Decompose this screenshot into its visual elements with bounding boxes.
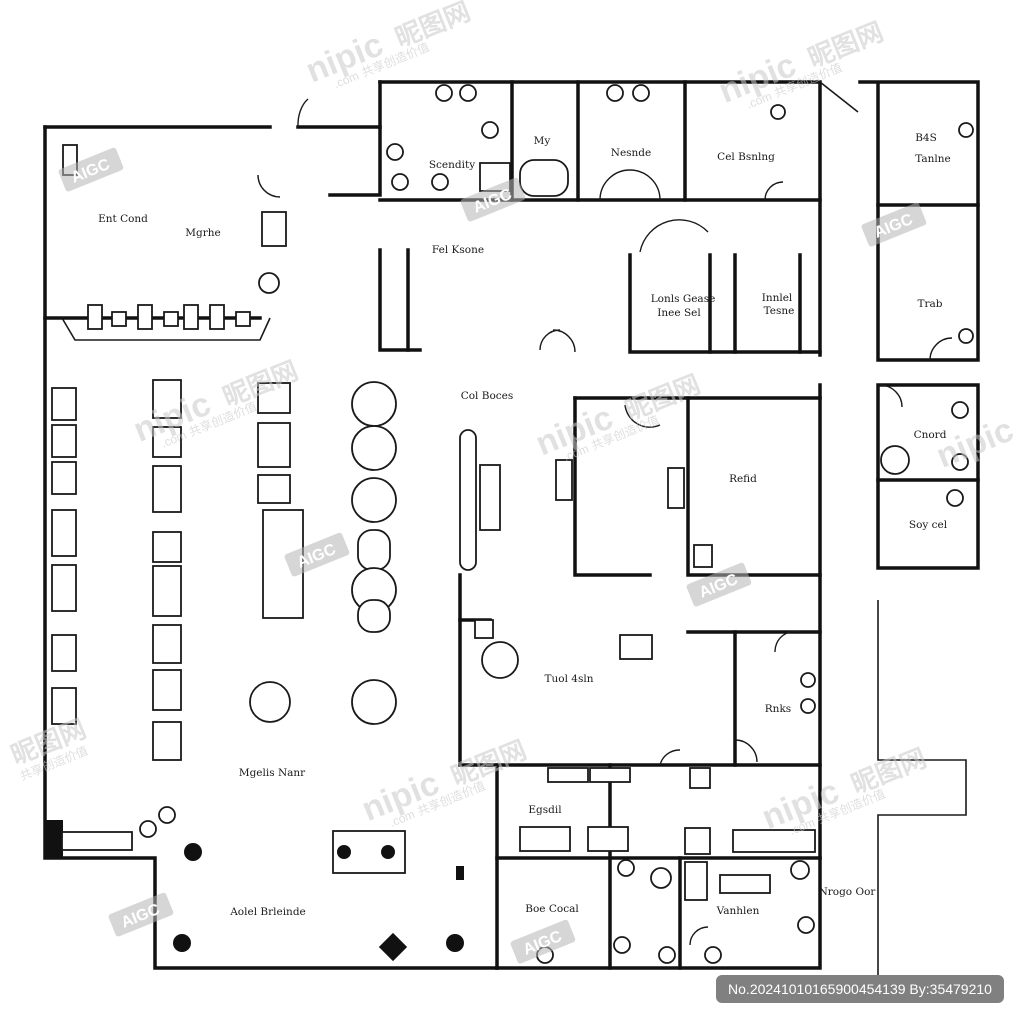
room-label: Egsdil <box>528 804 562 816</box>
room-label: Cnord <box>914 429 947 441</box>
svg-text:昵图网: 昵图网 <box>804 16 888 73</box>
room-label: B4S <box>915 132 937 144</box>
room-label: Innlel <box>762 292 793 304</box>
room-label: Trab <box>917 298 942 310</box>
image-id-banner: No.20241010165900454139 By:35479210 <box>716 975 1004 1003</box>
watermark: nipic 昵图网 .com 共享创造价值 <box>301 0 475 91</box>
watermark: nipic 昵图网 .com 共享创造价值 <box>757 743 931 838</box>
room-label: Ent Cond <box>98 213 148 225</box>
watermark: 昵图网 共享创造价值 <box>7 713 91 783</box>
room-label: Vanhlen <box>716 905 760 917</box>
svg-text:昵图网: 昵图网 <box>621 369 705 426</box>
watermark: nipic 昵图网 .com 共享创造价值 <box>530 369 705 464</box>
room-label: Col Boces <box>461 390 514 402</box>
room-label: Soy cel <box>909 519 948 531</box>
room-label: Tuol 4sln <box>545 673 594 685</box>
room-label: Refid <box>729 473 757 485</box>
doors <box>257 98 953 946</box>
room-label: My <box>534 135 551 147</box>
room-label: Mgrhe <box>185 227 220 239</box>
cafe-seating <box>45 379 464 962</box>
restroom-fixtures <box>62 84 974 964</box>
room-label: Rnks <box>765 703 791 715</box>
room-label: Inee Sel <box>657 307 701 319</box>
room-label: Aolel Brleinde <box>229 906 306 918</box>
room-label: Fel Ksone <box>432 244 484 256</box>
room-label: Scendity <box>429 159 475 171</box>
aigc-badge: AIGC <box>108 892 174 937</box>
room-label: Boe Cocal <box>525 903 579 915</box>
watermark: nipic <box>931 411 1019 476</box>
room-label: Tesne <box>764 305 795 317</box>
svg-text:nipic: nipic <box>931 411 1019 476</box>
aigc-badge: AIGC <box>686 562 752 607</box>
room-label: Tanlne <box>915 153 951 165</box>
room-label: Nesnde <box>611 147 652 159</box>
svg-text:昵图网: 昵图网 <box>391 0 475 53</box>
room-labels: Ent Cond Mgrhe Scendity My Nesnde Cel Bs… <box>98 132 951 918</box>
room-label: Cel Bsnlng <box>717 151 775 163</box>
aigc-badge: AIGC <box>861 202 927 247</box>
interior-walls <box>43 80 980 970</box>
counters <box>61 211 816 855</box>
room-label: Nrogo Oor <box>819 886 877 898</box>
outer-walls <box>43 80 980 990</box>
room-label: Mgelis Nanr <box>239 767 306 779</box>
watermark: nipic 昵图网 .com 共享创造价值 <box>713 16 888 111</box>
watermark: nipic 昵图网 .com 共享创造价值 <box>357 734 531 829</box>
svg-text:昵图网: 昵图网 <box>847 743 931 800</box>
room-label: Lonls Gease <box>651 293 716 305</box>
